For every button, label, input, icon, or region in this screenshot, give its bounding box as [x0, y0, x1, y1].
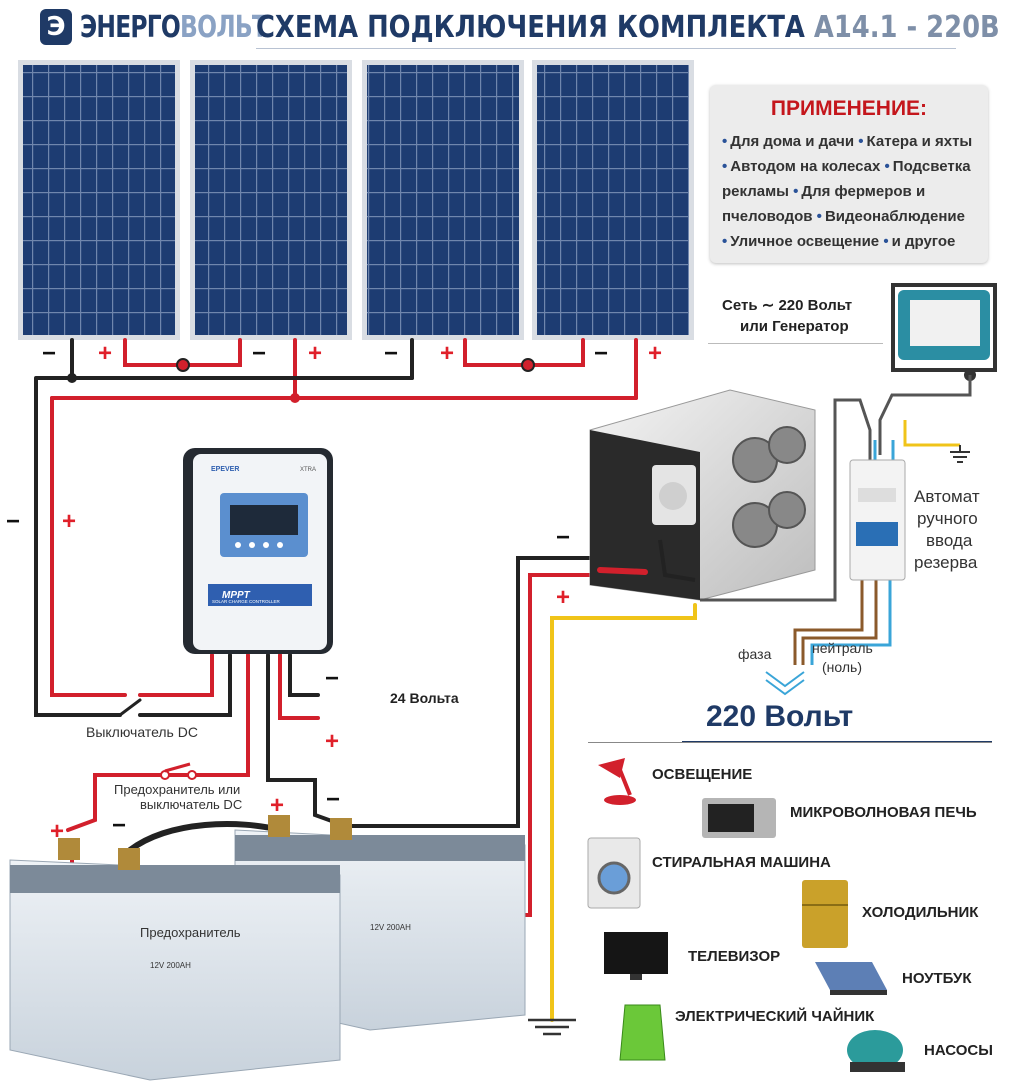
generator — [891, 283, 997, 381]
grid-label-line2: или Генератор — [740, 318, 849, 335]
tv-icon — [604, 932, 668, 980]
inverter-plus-sign: + — [556, 584, 571, 611]
panel3-minus-sign: − — [384, 340, 399, 367]
appliance-laptop: НОУТБУК — [902, 970, 972, 987]
output-arrow — [765, 671, 805, 696]
dc-switch-label: Выключатель DC — [86, 724, 198, 740]
controller-brand-text: EPEVER — [211, 466, 239, 473]
application-line-2: •Автодом на колесах •Подсветка — [722, 158, 971, 175]
refrigerator-icon — [802, 880, 848, 948]
ats-label-line4: резерва — [914, 553, 978, 572]
panel3-plus-sign: + — [440, 340, 455, 367]
solar-panel-1 — [18, 60, 180, 340]
fuse-switch-label-line1: Предохранитель или — [114, 782, 241, 797]
appliance-microwave: МИКРОВОЛНОВАЯ ПЕЧЬ — [790, 804, 977, 821]
appliance-pumps: НАСОСЫ — [924, 1042, 993, 1059]
appliance-tv: ТЕЛЕВИЗОР — [688, 948, 781, 965]
washing-machine-icon — [587, 837, 641, 909]
appliance-section-divider — [588, 742, 992, 743]
controller-sub-text: SOLAR CHARGE CONTROLLER — [212, 599, 281, 604]
load-plus-sign: + — [325, 728, 340, 755]
application-line-5: •Уличное освещение •и другое — [722, 233, 956, 250]
panel-wires — [34, 338, 697, 1022]
neutral-label-line1: нейтраль — [812, 640, 873, 656]
pv-bus-plus-sign: + — [62, 508, 77, 535]
inverter-minus-sign: − — [556, 524, 571, 551]
panel1-plus-sign: + — [98, 340, 113, 367]
brand-name: ЭНЕРГОВОЛЬТ — [80, 10, 268, 45]
page-title-model: A14.1 - 220В — [813, 10, 1000, 45]
brand-name-part2: ВОЛЬТ — [180, 10, 268, 45]
inverter — [589, 389, 816, 601]
load-minus-sign: − — [325, 665, 340, 692]
application-panel: ПРИМЕНЕНИЕ: •Для дома и дачи •Катера и я… — [710, 85, 988, 263]
header: Э ЭНЕРГОВОЛЬТ СХЕМА ПОДКЛЮЧЕНИЯ КОМПЛЕКТ… — [0, 0, 1010, 50]
battery1-minus-sign: − — [112, 812, 127, 839]
appliance-washing-machine: СТИРАЛЬНАЯ МАШИНА — [652, 854, 831, 871]
laptop-icon — [815, 962, 887, 995]
brand-logo: Э — [40, 9, 72, 45]
fuse-top — [160, 762, 197, 780]
battery2-minus-sign: − — [326, 786, 341, 813]
fuse-switch-label-line2: выключатель DC — [140, 797, 243, 812]
panel2-minus-sign: − — [252, 340, 267, 367]
phase-label: фаза — [738, 646, 772, 662]
ground-symbol-right — [950, 445, 970, 463]
battery-2-label: 12V 200AH — [370, 923, 411, 932]
pv-bus-minus-sign: − — [6, 508, 21, 535]
appliance-lighting: ОСВЕЩЕНИЕ — [652, 766, 753, 783]
grid-label-line1: Сеть ∼ 220 Вольт — [722, 297, 853, 314]
panel2-plus-sign: + — [308, 340, 323, 367]
application-title: ПРИМЕНЕНИЕ: — [770, 97, 928, 120]
application-line-1: •Для дома и дачи •Катера и яхты — [722, 133, 973, 150]
appliance-refrigerator: ХОЛОДИЛЬНИК — [862, 904, 979, 921]
charge-controller: MPPT EPEVER XTRA SOLAR CHARGE CONTROLLER — [183, 448, 333, 654]
kettle-icon — [619, 1004, 666, 1061]
output-voltage-label: 220 Вольт — [706, 700, 854, 733]
appliance-kettle: ЭЛЕКТРИЧЕСКИЙ ЧАЙНИК — [675, 1008, 875, 1025]
ats-breaker — [849, 459, 906, 581]
page-title-main: СХЕМА ПОДКЛЮЧЕНИЯ КОМПЛЕКТА — [256, 10, 805, 45]
battery-1-label: 12V 200AH — [150, 961, 191, 970]
microwave-icon — [702, 798, 776, 838]
lamp-icon — [598, 758, 636, 805]
header-divider — [256, 48, 956, 49]
application-list: •Для дома и дачи •Катера и яхты •Автодом… — [722, 129, 984, 254]
fuse-label: Предохранитель — [140, 925, 241, 940]
neutral-label-line2: (ноль) — [822, 659, 862, 675]
controller-mppt-text: MPPT — [222, 590, 251, 601]
solar-panel-3 — [362, 60, 524, 340]
ground-symbol-bottom — [528, 1018, 576, 1036]
grid-label-underline — [708, 343, 883, 344]
battery-1: 12V 200AH — [9, 815, 352, 1081]
panel4-plus-sign: + — [648, 340, 663, 367]
application-line-4: пчеловодов •Видеонаблюдение — [722, 208, 965, 225]
battery2-plus-sign: + — [270, 792, 285, 819]
ats-label-line1: Автомат — [914, 487, 980, 506]
page-title: СХЕМА ПОДКЛЮЧЕНИЯ КОМПЛЕКТА A14.1 - 220В — [256, 10, 1000, 45]
controller-series-text: XTRA — [300, 467, 316, 473]
brand-name-part1: ЭНЕРГО — [80, 10, 181, 45]
ats-label-line2: ручного — [917, 509, 978, 528]
solar-panel-4 — [532, 60, 694, 340]
pump-icon — [847, 1030, 905, 1072]
load-voltage-label: 24 Вольта — [390, 690, 459, 706]
ats-label-line3: ввода — [926, 531, 973, 550]
solar-panel-2 — [190, 60, 352, 340]
panel4-minus-sign: − — [594, 340, 609, 367]
ats-wires — [700, 375, 972, 665]
panel1-minus-sign: − — [42, 340, 57, 367]
application-line-3: рекламы •Для фермеров и — [722, 183, 926, 200]
battery1-plus-sign: + — [50, 818, 65, 845]
